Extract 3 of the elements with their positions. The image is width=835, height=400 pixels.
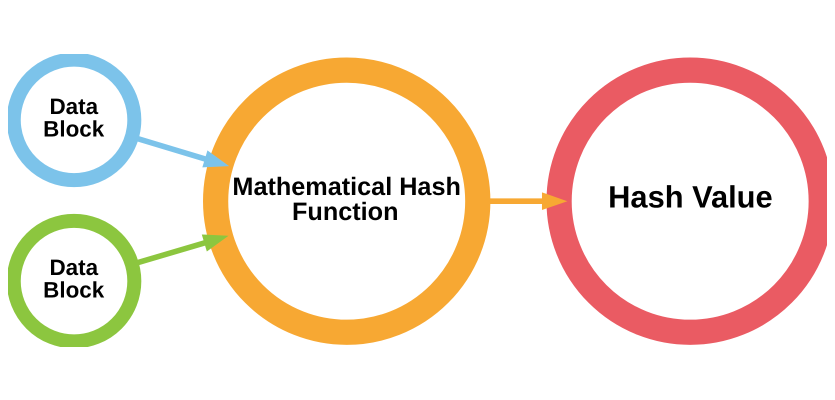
node-circle: Data Block [8,213,142,346]
node-circle: Data Block [8,54,142,187]
node-circle: Hash Value [546,57,827,344]
